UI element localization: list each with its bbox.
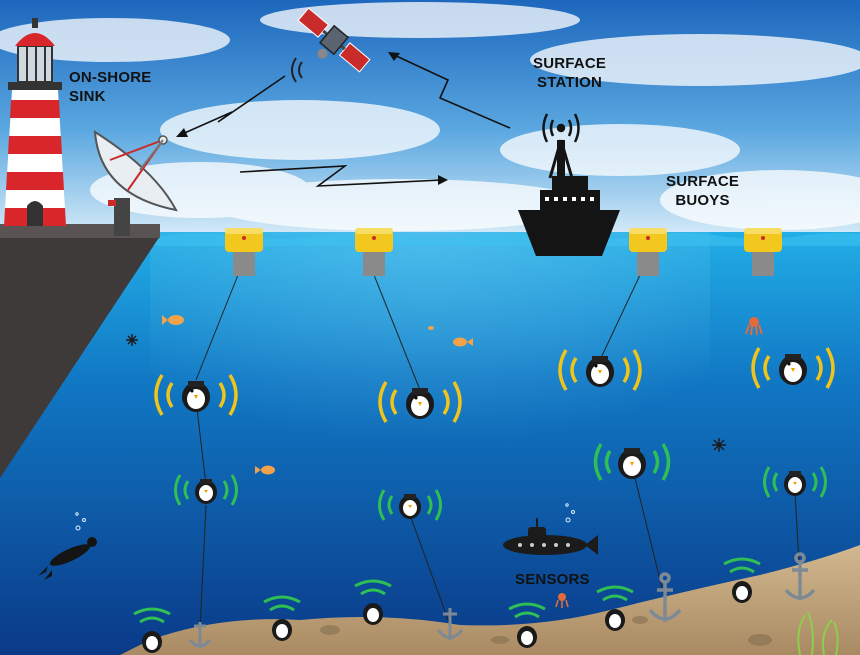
sensors-label: SENSORS (515, 570, 590, 589)
satellite-icon (297, 7, 371, 73)
surface-buoys-label-line1: SURFACE (666, 173, 740, 190)
surface-station-label: SURFACE STATION (533, 54, 606, 92)
shore-top (0, 224, 160, 238)
submarine-icon (503, 518, 598, 555)
anchor-icon (784, 552, 816, 600)
sensor-node-icon (154, 374, 238, 416)
surface-station-label-line2: STATION (537, 74, 603, 91)
sensor-node-icon (508, 602, 546, 648)
arrowheads (176, 52, 448, 185)
anchor-icon (188, 622, 212, 648)
tethers (195, 274, 801, 631)
fish-icon (428, 326, 434, 330)
sensor-node-icon (378, 381, 462, 423)
surface-buoys-label-line2: BUOYS (675, 192, 730, 209)
anchor-icon (436, 608, 464, 640)
surface-station-label-line1: SURFACE (533, 55, 607, 72)
comm-links (179, 53, 511, 187)
fish-icon (255, 465, 275, 475)
sensor-node-icon (596, 585, 634, 631)
seabed (120, 545, 860, 655)
fish-icon (162, 315, 184, 325)
sensor-node-icon (593, 443, 671, 481)
seabed-rocks (320, 616, 772, 646)
sensor-node-icon (354, 579, 392, 625)
shore-cliff (0, 226, 160, 478)
sensor-node-icon (263, 595, 301, 641)
clouds (0, 2, 860, 231)
anchor-icon (648, 572, 682, 622)
sensor-node-icon (723, 557, 761, 603)
sensor-node-icon (558, 349, 642, 391)
fish-icon (453, 337, 473, 347)
sensor-node-icon (751, 347, 835, 389)
arrow-station-to-satellite (391, 53, 511, 129)
satellite-signal-icon (291, 57, 303, 83)
sensor-node-icon (763, 466, 827, 498)
light-glow (150, 232, 710, 532)
sensor-node-icon (378, 489, 442, 521)
buoy-icon (744, 228, 782, 276)
lighthouse-icon (4, 18, 66, 226)
onshore-sink-label: ON-SHORE SINK (69, 68, 151, 106)
ship-signal-icon (542, 113, 580, 143)
ship-icon (518, 139, 620, 256)
sensor-node-icon (174, 474, 238, 506)
buoy-icon (355, 228, 393, 276)
arrow-sink-to-station (239, 165, 443, 187)
buoy-icon (225, 228, 263, 276)
sea-urchin-icon (126, 334, 726, 452)
arrow-satellite-to-sink (179, 75, 286, 136)
onshore-sink-label-line2: SINK (69, 88, 106, 105)
octopus-icon (555, 593, 569, 608)
buoy-icon (629, 228, 667, 276)
diver-icon (38, 537, 97, 580)
sensor-node-icon (133, 607, 171, 653)
onshore-sink-label-line1: ON-SHORE (69, 69, 152, 86)
seaweed (797, 611, 839, 655)
sensors-label-text: SENSORS (515, 571, 590, 588)
bubbles (75, 503, 575, 531)
octopus-icon (745, 317, 763, 336)
surface-buoys-label: SURFACE BUOYS (666, 172, 739, 210)
satellite-dish-icon (93, 130, 178, 236)
